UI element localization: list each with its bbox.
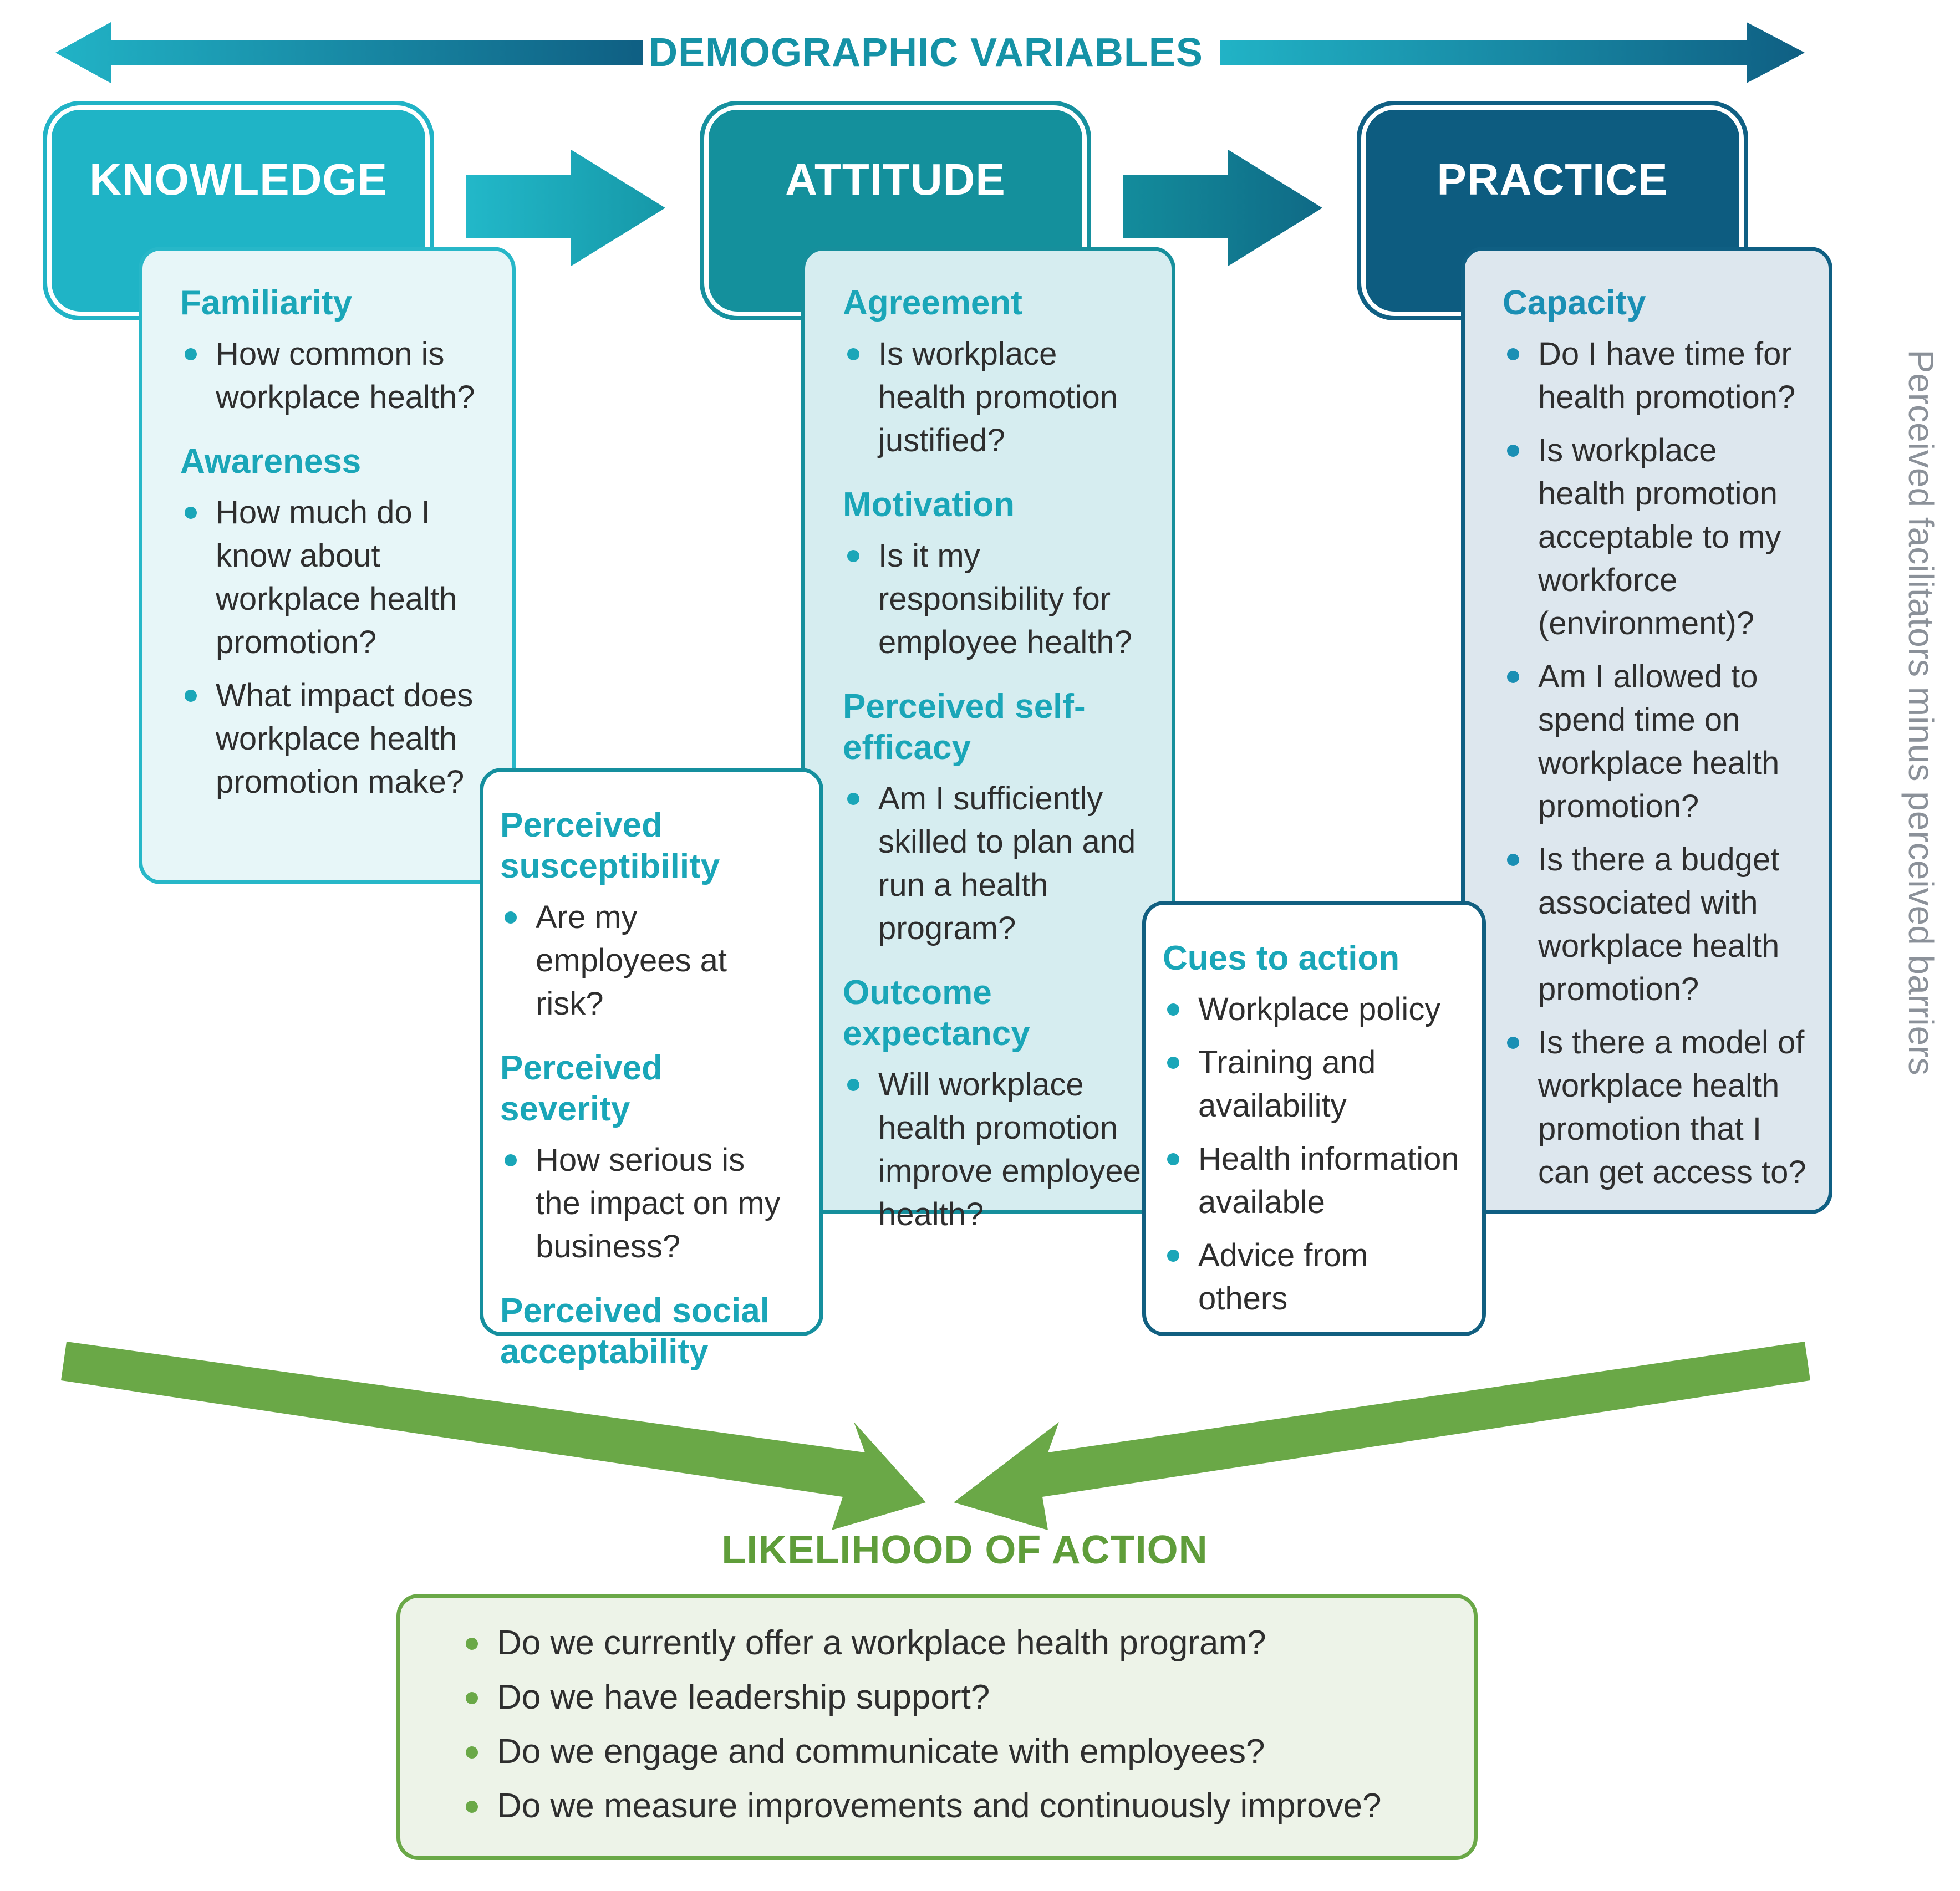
list-item: Do we currently offer a workplace health… (461, 1621, 1474, 1665)
familiarity-heading: Familiarity (180, 284, 353, 322)
attitude-box: Agreement Is workplace health promotion … (801, 247, 1175, 1232)
list-item: Do I have time for health promotion? (1503, 333, 1806, 419)
list-item: Do we have leadership support? (461, 1675, 1474, 1720)
list-item: How common is workplace health? (180, 333, 490, 419)
demographic-variables-label: DEMOGRAPHIC VARIABLES (649, 30, 1203, 75)
list-item: Health information available (1163, 1138, 1460, 1224)
list-item: Is there a model of workplace health pro… (1503, 1021, 1806, 1194)
outcome-expectancy-heading: Outcome expectancy (843, 973, 1030, 1053)
list-item: Is workplace health promotion acceptable… (1503, 429, 1806, 645)
green-arrow-left (61, 1342, 926, 1530)
motivation-list: Is it my responsibility for employee hea… (843, 534, 1149, 664)
self-efficacy-list: Am I sufficiently skilled to plan and ru… (843, 777, 1149, 950)
agreement-list: Is workplace health promotion justified? (843, 333, 1149, 462)
likelihood-box: Do we currently offer a workplace health… (396, 1594, 1478, 1860)
cues-to-action-box: Cues to action Workplace policy Training… (1142, 901, 1486, 1336)
list-item: Will workplace health promotion improve … (843, 1063, 1149, 1236)
cues-list: Workplace policy Training and availabili… (1163, 988, 1460, 1321)
self-efficacy-heading: Perceived self-efficacy (843, 687, 1086, 767)
likelihood-list: Do we currently offer a workplace health… (461, 1621, 1474, 1828)
list-item: Am I sufficiently skilled to plan and ru… (843, 777, 1149, 950)
knowledge-box: Familiarity How common is workplace heal… (139, 247, 516, 884)
susceptibility-list: Are my employees at risk? (500, 896, 797, 1026)
motivation-heading: Motivation (843, 486, 1015, 524)
list-item: How much do I know about workplace healt… (180, 491, 490, 664)
awareness-list: How much do I know about workplace healt… (180, 491, 490, 804)
list-item: Is it my responsibility for employee hea… (843, 534, 1149, 664)
familiarity-list: How common is workplace health? (180, 333, 490, 419)
list-item: Do we measure improvements and continuou… (461, 1784, 1474, 1828)
severity-list: How serious is the impact on my business… (500, 1139, 797, 1268)
list-item: Advice from others (1163, 1234, 1460, 1321)
demographic-arrow-left (55, 22, 643, 83)
agreement-heading: Agreement (843, 284, 1022, 322)
awareness-heading: Awareness (180, 442, 362, 481)
demographic-arrow-right (1220, 22, 1805, 83)
susceptibility-heading: Perceived susceptibility (500, 806, 720, 885)
list-item: Is there a budget associated with workpl… (1503, 838, 1806, 1011)
severity-heading: Perceived severity (500, 1049, 663, 1128)
likelihood-title: LIKELIHOOD OF ACTION (721, 1528, 1208, 1572)
social-acceptability-heading: Perceived social acceptability (500, 1292, 770, 1371)
list-item: Do we engage and communicate with employ… (461, 1730, 1474, 1774)
cues-to-action-heading: Cues to action (1163, 939, 1400, 977)
list-item: Am I allowed to spend time on workplace … (1503, 655, 1806, 828)
capacity-list: Do I have time for health promotion? Is … (1503, 333, 1806, 1194)
perception-box: Perceived susceptibility Are my employee… (480, 768, 823, 1371)
green-arrow-right (954, 1342, 1810, 1530)
list-item: What impact does workplace health promot… (180, 674, 490, 804)
arrow-attitude-to-practice (1123, 150, 1322, 266)
practice-box: Capacity Do I have time for health promo… (1461, 247, 1832, 1214)
capacity-heading: Capacity (1503, 284, 1646, 322)
list-item: Is workplace health promotion justified? (843, 333, 1149, 462)
list-item: How serious is the impact on my business… (500, 1139, 797, 1268)
arrow-knowledge-to-attitude (466, 150, 665, 266)
list-item: Are my employees at risk? (500, 896, 797, 1026)
list-item: Training and availability (1163, 1041, 1460, 1128)
outcome-expectancy-list: Will workplace health promotion improve … (843, 1063, 1149, 1236)
list-item: Workplace policy (1163, 988, 1460, 1031)
demographic-arrow (55, 22, 1805, 83)
flow-arrows (466, 150, 1322, 266)
